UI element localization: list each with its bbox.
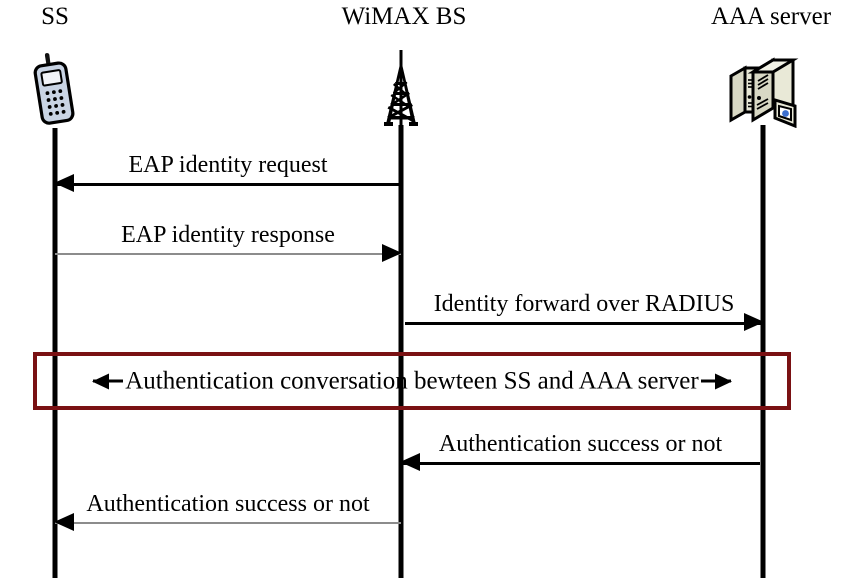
cell-tower-icon — [373, 50, 429, 133]
authentication-conversation-box: Authentication conversation bewteen SS a… — [33, 352, 791, 410]
message-line — [55, 253, 401, 255]
arrow-right-icon — [700, 379, 731, 383]
message-label: Authentication success or not — [438, 431, 723, 457]
message-line — [55, 522, 401, 524]
message-line — [55, 183, 401, 186]
actor-label-bs: WiMAX BS — [341, 3, 467, 30]
message-label: EAP identity response — [121, 222, 335, 248]
lifeline-aaa — [760, 125, 766, 578]
highlight-label: Authentication conversation bewteen SS a… — [125, 367, 699, 395]
mobile-phone-icon — [29, 52, 81, 133]
message-label: Authentication success or not — [86, 491, 370, 517]
server-rack-icon — [723, 50, 803, 133]
arrow-left-icon — [400, 453, 420, 471]
arrow-left-icon — [54, 174, 74, 192]
highlight-content: Authentication conversation bewteen SS a… — [61, 369, 763, 394]
message-label: EAP identity request — [128, 152, 328, 178]
lifeline-bs — [398, 125, 404, 578]
actor-label-ss: SS — [41, 3, 69, 30]
message-line — [401, 462, 760, 465]
arrow-left-icon — [93, 379, 124, 383]
actor-label-aaa: AAA server — [710, 3, 832, 30]
arrow-right-icon — [744, 313, 764, 331]
arrow-right-icon — [382, 244, 402, 262]
message-label: Identity forward over RADIUS — [433, 291, 735, 317]
arrow-left-icon — [54, 513, 74, 531]
message-line — [405, 322, 763, 325]
